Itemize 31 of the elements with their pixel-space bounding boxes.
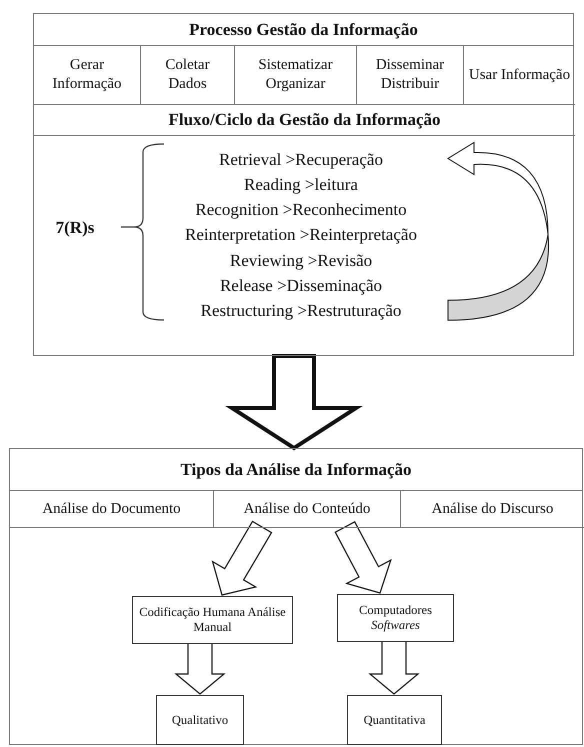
table-cell: Disseminar Distribuir (357, 46, 464, 104)
block-arrow (368, 640, 420, 695)
table-heading: Tipos da Análise da Informação (10, 449, 582, 491)
table-panel (9, 448, 583, 745)
process-box: Computadores Softwares (337, 594, 454, 642)
table-cell: Usar Informação (464, 46, 575, 104)
cycle-step-text: Reviewing >Revisão (153, 248, 449, 274)
group-label: 7(R)s (47, 215, 103, 241)
cycle-step-text: Reading >leitura (153, 172, 449, 198)
table-panel (33, 13, 574, 356)
process-box: Quantitativa (347, 695, 442, 745)
table-cell: Análise do Discurso (401, 491, 584, 528)
block-arrow (212, 520, 272, 596)
cycle-step-text: Release >Disseminação (153, 274, 449, 298)
cycle-step-text: Retrieval >Recuperação (153, 147, 449, 172)
cycle-step-text: Reinterpretation >Reinterpretação (153, 222, 449, 248)
table-cell: Análise do Conteúdo (214, 491, 401, 528)
process-box: Qualitativo (156, 695, 244, 745)
section-heading: Fluxo/Ciclo da Gestão da Informação (34, 104, 575, 136)
table-cell: Sistematizar Organizar (235, 46, 357, 104)
table-cell: Análise do Documento (10, 491, 214, 528)
curved-arrow (448, 142, 550, 321)
block-arrow (225, 354, 363, 450)
cycle-step-text: Restructuring >Restruturação (153, 298, 449, 324)
table-heading: Processo Gestão da Informação (34, 14, 573, 46)
process-box: Codificação Humana Análise Manual (132, 596, 293, 644)
cycle-step-text: Recognition >Reconhecimento (153, 198, 449, 223)
table-cell: Coletar Dados (141, 46, 235, 104)
block-arrow (334, 520, 392, 594)
table-cell: Gerar Informação (34, 46, 141, 104)
block-arrow (174, 642, 226, 695)
